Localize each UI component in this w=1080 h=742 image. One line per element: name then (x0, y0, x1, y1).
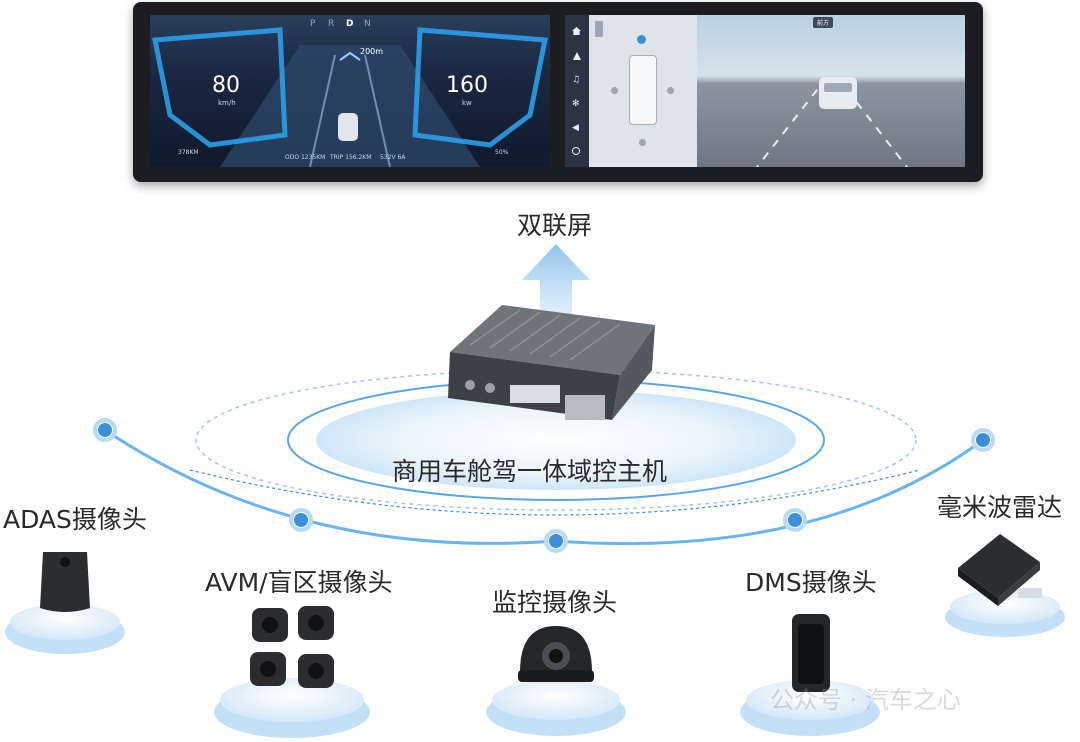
connection-arc-dashed (189, 469, 921, 516)
camera-rear-button[interactable] (639, 139, 646, 146)
pad-monitor (486, 680, 626, 736)
node-radar (971, 428, 995, 452)
radar-image (958, 534, 1042, 606)
infotainment-display: ♫ ✻ ◀ 前方 (565, 15, 965, 167)
cluster-display: P R D N 200m 80 km/h 160 kw 378KM ODO 12… (150, 15, 550, 167)
view-toggle-icon[interactable] (595, 21, 603, 37)
pad-avm (214, 678, 370, 738)
node-adas (93, 418, 117, 442)
node-avm (289, 508, 313, 532)
music-icon[interactable]: ♫ (572, 75, 581, 85)
gear-p: P (310, 19, 316, 29)
node-dms (783, 508, 807, 532)
volume-icon[interactable]: ◀ (572, 123, 579, 133)
watermark: 公众号 · 汽车之心 (770, 686, 961, 714)
voltage-readout: 532V 6A (380, 154, 406, 161)
nav-icon[interactable] (573, 52, 581, 60)
speed-value: 80 (212, 73, 240, 98)
dual-screen: P R D N 200m 80 km/h 160 kw 378KM ODO 12… (133, 2, 983, 182)
dms-camera-label: DMS摄像头 (745, 568, 877, 597)
node-monitor (544, 529, 568, 553)
power-unit: kw (462, 99, 472, 107)
avm-camera-label: AVM/盲区摄像头 (205, 568, 393, 597)
adas-camera-image (40, 552, 90, 612)
gear-n: N (364, 19, 371, 29)
trip-readout: TRIP 156.2KM (330, 154, 372, 161)
monitor-camera-image (518, 626, 594, 682)
host-platform (316, 390, 796, 490)
pad-adas (5, 604, 125, 654)
dms-camera-image (792, 614, 830, 692)
camera-right-button[interactable] (667, 87, 674, 94)
pad-radar (945, 590, 1065, 637)
host-label: 商用车舱驾一体域控主机 (392, 457, 668, 486)
speed-unit: km/h (218, 99, 236, 107)
nav-distance: 200m (360, 47, 384, 56)
up-arrow (522, 244, 590, 340)
fan-icon[interactable]: ✻ (572, 99, 580, 109)
dual-screen-label: 双联屏 (517, 211, 593, 240)
avm-camera-image (250, 606, 334, 688)
range-readout: 378KM (178, 149, 199, 156)
pad-dms (740, 680, 880, 736)
power-icon[interactable] (572, 147, 580, 155)
gear-d: D (346, 19, 354, 29)
vehicle-top-view-icon (629, 55, 657, 125)
battery-readout: 50% (495, 149, 509, 156)
monitor-camera-label: 监控摄像头 (492, 588, 618, 617)
power-value: 160 (446, 73, 488, 98)
front-view-tag: 前方 (813, 17, 834, 28)
avm-view (589, 15, 697, 167)
host-unit-image (448, 305, 655, 420)
camera-front-button[interactable] (637, 35, 646, 44)
gear-r: R (328, 19, 335, 29)
side-menu: ♫ ✻ ◀ (565, 15, 589, 167)
adas-camera-label: ADAS摄像头 (3, 505, 147, 534)
front-camera-view: 前方 (697, 15, 965, 167)
home-icon[interactable] (572, 27, 581, 35)
camera-left-button[interactable] (611, 87, 618, 94)
radar-label: 毫米波雷达 (937, 493, 1063, 522)
odo-readout: ODO 1235KM (285, 154, 326, 161)
